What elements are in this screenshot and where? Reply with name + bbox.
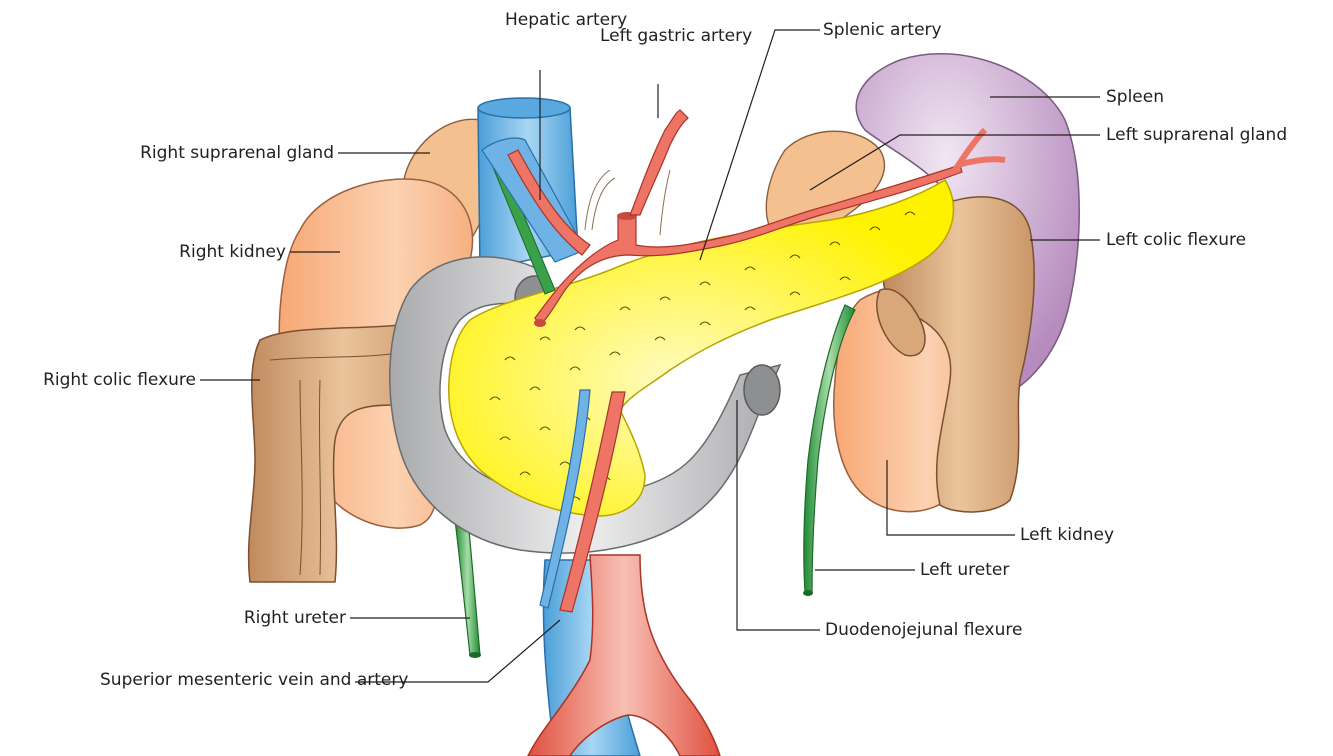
right-ureter-shape [455, 520, 480, 655]
left-ureter-end [803, 590, 813, 596]
label-right-suprarenal-gland: Right suprarenal gland [80, 143, 334, 164]
label-splenic-artery: Splenic artery [823, 20, 942, 41]
label-right-kidney: Right kidney [120, 242, 286, 263]
label-left-suprarenal-gland: Left suprarenal gland [1106, 125, 1287, 146]
ivc-cut-top [478, 98, 570, 118]
label-superior-mesenteric-line1: Superior mesenteric [100, 670, 273, 690]
label-hepatic-artery: Hepatic artery [505, 10, 585, 31]
label-right-colic-flexure: Right colic flexure [0, 370, 196, 391]
label-superior-mesenteric: Superior mesenteric vein and artery [100, 670, 350, 691]
label-left-ureter: Left ureter [920, 560, 1009, 581]
label-spleen: Spleen [1106, 87, 1164, 108]
left-gastric-artery-shape [630, 110, 688, 215]
duodenojejunal-cut-end [744, 365, 780, 415]
label-superior-mesenteric-line2: vein and artery [278, 670, 408, 690]
sma-origin-cut [534, 319, 546, 327]
label-left-gastric-artery: Left gastric artery [600, 26, 720, 47]
label-left-gastric-artery-line1: Left gastric [600, 26, 695, 46]
label-left-kidney: Left kidney [1020, 525, 1114, 546]
label-hepatic-artery-line1: Hepatic [505, 10, 570, 30]
label-right-ureter: Right ureter [150, 608, 346, 629]
label-left-gastric-artery-line2: artery [701, 26, 753, 46]
right-ureter-end [469, 652, 481, 658]
label-left-colic-flexure: Left colic flexure [1106, 230, 1246, 251]
label-duodenojejunal-flexure: Duodenojejunal flexure [825, 620, 1022, 641]
